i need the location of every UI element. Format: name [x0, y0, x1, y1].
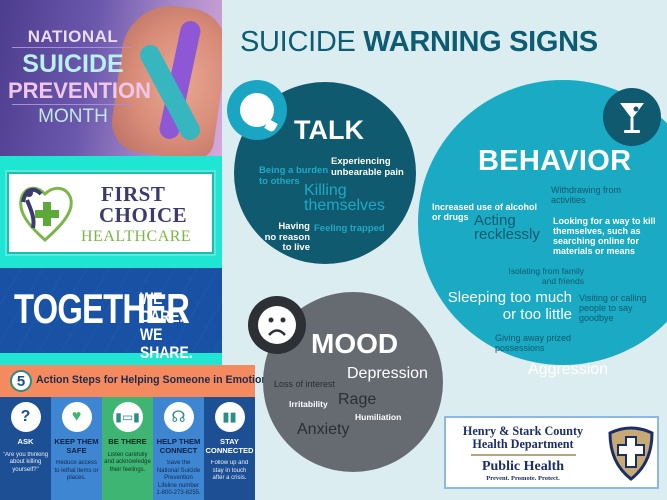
- step-title: ASK: [17, 437, 34, 446]
- first-choice-healthcare-logo: FIRST CHOICE HEALTHCARE: [7, 172, 214, 254]
- step-title: BE THERE: [108, 437, 147, 446]
- health-department-logo: Henry & Stark County Health Department P…: [444, 416, 659, 489]
- sign-text: Withdrawing from activities: [551, 185, 622, 206]
- behavior-sign: Aggression: [528, 361, 608, 379]
- step-title: HELP THEM CONNECT: [156, 437, 201, 455]
- health-dept-line1: Henry & Stark County: [462, 424, 584, 438]
- sign-text: Rage: [338, 391, 377, 408]
- step-stay-connected: ▮▮ STAY CONNECTED Follow up and stay in …: [204, 397, 255, 500]
- behavior-sign: Visiting or calling people to say goodby…: [579, 293, 646, 323]
- together-banner: TOGETHER WE CARE. WE SHARE.: [0, 268, 222, 361]
- banner-line-month: MONTH: [38, 106, 108, 127]
- logo-text-healthcare: HEALTHCARE: [81, 228, 192, 245]
- step-description: Save the National Suicide Prevention Lif…: [156, 460, 201, 497]
- action-steps-header: 5 Action Steps for Helping Someone in Em…: [0, 365, 302, 397]
- step-help-them-connect: ☊ HELP THEM CONNECT Save the National Su…: [153, 397, 204, 500]
- step-description: Listen carefully and acknowledge their f…: [104, 451, 151, 473]
- sign-text: Loss of interest: [274, 379, 336, 389]
- mood-sign: Humiliation: [355, 412, 402, 423]
- behavior-sign: Sleeping too much or too little: [432, 289, 572, 324]
- divider: [12, 47, 132, 48]
- sign-text: Sleeping too much or too little: [447, 289, 572, 324]
- health-dept-line2: Health Department: [472, 437, 574, 451]
- speech-bubble-icon: [227, 80, 287, 140]
- title-bold: WARNING SIGNS: [363, 26, 598, 58]
- sign-text: Experiencing unbearable pain: [331, 156, 404, 178]
- action-steps-panel: 5 Action Steps for Helping Someone in Em…: [0, 365, 302, 500]
- title-light: SUICIDE: [240, 26, 364, 58]
- behavior-sign: Acting recklessly: [474, 212, 540, 244]
- sign-text: Irritability: [289, 399, 328, 409]
- shield-cross-icon: [608, 426, 654, 481]
- prevention-month-banner: NATIONAL SUICIDE PREVENTION MONTH: [0, 0, 222, 156]
- sign-text: Feeling trapped: [314, 223, 385, 234]
- step-count-badge: 5: [10, 370, 32, 392]
- sign-text: Aggression: [528, 361, 609, 378]
- together-subtext: WE CARE. WE SHARE.: [140, 290, 207, 361]
- mood-sign: Irritability: [289, 399, 328, 410]
- cocktail-glass-icon: [603, 88, 661, 146]
- sign-text: Increased use of alcohol or drugs: [432, 202, 538, 223]
- step-description: Follow up and stay in touch after a cris…: [210, 460, 249, 482]
- step-description: Reduce access to lethal items or places.: [54, 460, 99, 482]
- mood-sign: Rage: [338, 391, 376, 409]
- behavior-title: BEHAVIOR: [478, 145, 632, 177]
- mood-sign: Depression: [347, 365, 428, 383]
- logo-text-choice: CHOICE: [99, 203, 188, 227]
- two-people-icon: ▮▮: [214, 402, 245, 432]
- divider: [12, 104, 132, 105]
- talk-sign: Being a burden to others: [259, 165, 329, 187]
- banner-line-national: NATIONAL: [27, 27, 119, 46]
- step-keep-them-safe: ♥ KEEP THEM SAFE Reduce access to lethal…: [51, 397, 102, 500]
- action-steps-title: Action Steps for Helping Someone in Emot…: [36, 374, 303, 386]
- sign-text: Anxiety: [297, 421, 350, 438]
- sad-face-icon: [248, 296, 306, 354]
- talk-title: TALK: [294, 115, 364, 145]
- health-dept-tagline: Prevent. Promote. Protect.: [486, 475, 560, 482]
- together-text: TOGETHER: [14, 285, 190, 332]
- behavior-sign: Looking for a way to kill themselves, su…: [553, 216, 656, 256]
- sign-text: Depression: [347, 365, 428, 382]
- page-title: SUICIDE WARNING SIGNS: [240, 28, 598, 57]
- sign-text: Giving away prized possessions: [495, 333, 572, 354]
- heart-cross-logo-icon: [19, 186, 73, 243]
- talk-sign: Feeling trapped: [314, 223, 385, 235]
- sign-text: Looking for a way to kill themselves, su…: [553, 216, 656, 257]
- talk-sign: Having no reason to live: [262, 221, 310, 254]
- health-dept-public-health: Public Health: [481, 459, 565, 474]
- sign-text: Humiliation: [355, 412, 402, 422]
- we-care-text: WE CARE.: [140, 289, 184, 326]
- sign-text: Isolating from family and friends: [508, 266, 584, 286]
- sign-text: Killing themselves: [304, 182, 385, 215]
- mood-sign: Loss of interest: [274, 379, 335, 389]
- sign-text: Being a burden to others: [259, 165, 329, 187]
- step-title: KEEP THEM SAFE: [54, 437, 99, 455]
- sign-text: Visiting or calling people to say goodby…: [579, 293, 647, 324]
- step-title: STAY CONNECTED: [205, 437, 254, 455]
- banner-line-prevention: PREVENTION: [8, 78, 152, 103]
- action-steps-columns: ? ASK "Are you thinking about killing yo…: [0, 397, 255, 500]
- speech-question-icon: ?: [10, 402, 41, 432]
- sign-text: Having no reason to live: [264, 221, 310, 254]
- step-be-there: ▮▭▮ BE THERE Listen carefully and acknow…: [102, 397, 153, 500]
- behavior-sign: Increased use of alcohol or drugs: [432, 202, 537, 222]
- sign-text: Acting recklessly: [474, 212, 540, 244]
- heart-hands-icon: ♥: [61, 402, 92, 432]
- behavior-sign: Isolating from family and friends: [496, 266, 584, 286]
- mood-sign: Anxiety: [297, 421, 349, 439]
- divider: [471, 454, 576, 456]
- people-table-icon: ▮▭▮: [112, 402, 143, 432]
- step-description: "Are you thinking about killing yourself…: [2, 451, 49, 473]
- talk-sign: Experiencing unbearable pain: [331, 156, 404, 178]
- mood-title: MOOD: [311, 328, 399, 359]
- we-share-text: WE SHARE.: [140, 324, 193, 362]
- headset-icon: ☊: [163, 402, 194, 432]
- logo-text-first: FIRST: [101, 182, 166, 206]
- step-ask: ? ASK "Are you thinking about killing yo…: [0, 397, 51, 500]
- behavior-sign: Giving away prized possessions: [495, 333, 571, 353]
- behavior-sign: Withdrawing from activities: [551, 185, 621, 205]
- talk-sign: Killing themselves: [304, 182, 385, 215]
- banner-line-suicide: SUICIDE: [22, 50, 124, 78]
